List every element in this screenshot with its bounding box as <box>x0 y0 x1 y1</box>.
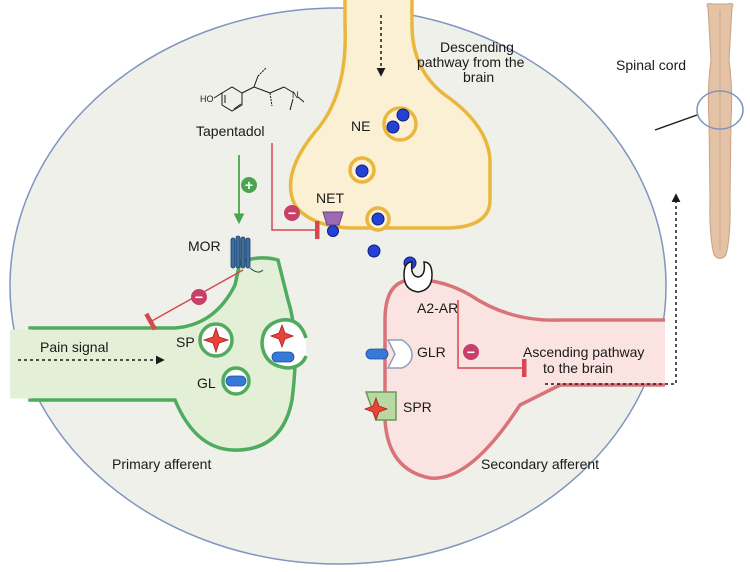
spr-label: SPR <box>403 399 432 415</box>
descending-pathway-label-line3: brain <box>463 69 494 85</box>
spinal-cord-figure: Spinal cord <box>616 3 744 259</box>
mor-label: MOR <box>188 238 221 254</box>
ne-dot-cleft <box>367 244 381 258</box>
a2ar-receptor-icon <box>403 261 433 293</box>
molecule-ho-label: HO <box>200 94 214 104</box>
ne-dot <box>396 108 410 122</box>
releasing-gl-molecule-icon <box>271 351 295 363</box>
glr-receptor-icon <box>386 339 413 369</box>
glr-label: GLR <box>417 344 446 360</box>
ascending-pathway-label-line2: to the brain <box>543 360 613 376</box>
mor-receptor-icon <box>230 235 264 273</box>
sp-star-icon <box>202 326 230 354</box>
primary-afferent-stalk-edge <box>10 329 32 399</box>
ascending-inhibition-line <box>457 300 527 377</box>
minus-badge-a2ar <box>463 344 479 360</box>
pain-signal-label: Pain signal <box>40 339 109 355</box>
ne-label: NE <box>351 118 370 134</box>
minus-badge-mor <box>191 289 207 305</box>
ne-dot <box>386 120 400 134</box>
gl-label: GL <box>197 375 216 391</box>
ne-dot-cleft <box>327 225 339 237</box>
descending-pathway-label-line1: Descending <box>440 39 514 55</box>
glr-bound-gl-icon <box>365 348 389 360</box>
minus-badge-net <box>284 205 300 221</box>
ascending-signal-arrow <box>545 193 681 385</box>
descending-pathway-label-line2: pathway from the <box>417 54 525 70</box>
ne-dot <box>371 212 385 226</box>
plus-sign: + <box>245 177 253 193</box>
secondary-afferent-neuron <box>383 278 665 480</box>
minus-sign-mor: − <box>195 289 203 305</box>
net-inhibition-line <box>271 143 320 239</box>
spr-bound-sp-star-icon <box>363 396 389 422</box>
ascending-pathway-label-line1: Ascending pathway <box>523 344 644 360</box>
gl-molecule-icon <box>225 375 247 387</box>
tapentadol-molecule-icon <box>213 67 305 112</box>
net-transporter-icon <box>322 211 344 226</box>
sp-label: SP <box>176 334 195 350</box>
releasing-sp-star-icon <box>269 323 295 349</box>
minus-sign-a2ar: − <box>467 344 475 360</box>
ne-dot <box>355 164 369 178</box>
spinal-cord-label: Spinal cord <box>616 57 686 73</box>
tapentadol-label: Tapentadol <box>196 123 265 139</box>
molecule-n-label: N <box>292 90 299 100</box>
spinal-cord-zoom-circle <box>696 90 744 130</box>
secondary-afferent-label: Secondary afferent <box>481 456 599 472</box>
minus-sign-net: − <box>288 205 296 221</box>
a2ar-label: A2-AR <box>417 300 458 316</box>
primary-afferent-label: Primary afferent <box>112 456 211 472</box>
plus-badge <box>241 177 257 193</box>
net-label: NET <box>316 190 344 206</box>
zoom-connector-line <box>654 114 698 131</box>
